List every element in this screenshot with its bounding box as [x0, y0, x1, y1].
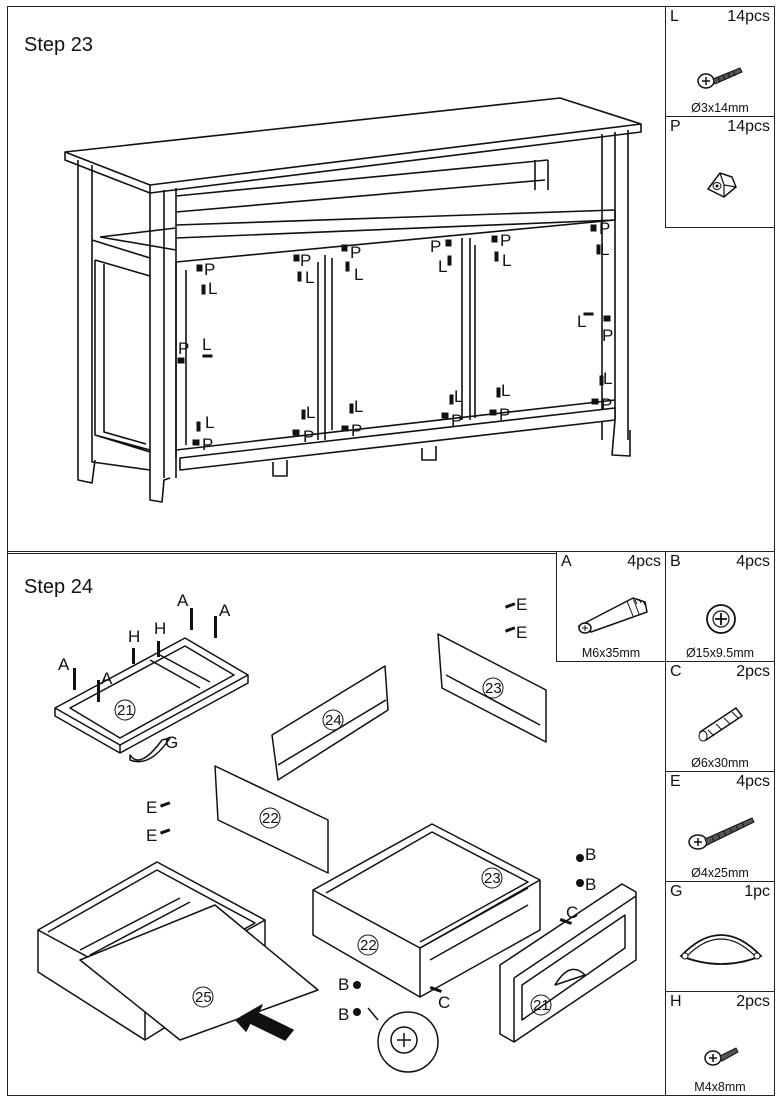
part-size: Ø4x25mm	[691, 866, 749, 880]
callout-p: P	[430, 237, 441, 256]
screw-icon	[704, 1047, 739, 1066]
hardware-label-e: E	[146, 826, 157, 845]
hardware-label-e: E	[516, 595, 527, 614]
part-c-cell: C 2pcs Ø6x30mm	[665, 661, 775, 772]
part-qty: 14pcs	[727, 8, 770, 25]
callout-l: L	[577, 312, 586, 331]
part-letter: G	[670, 883, 683, 900]
callout-l: L	[205, 413, 214, 432]
hardware-label-c: C	[438, 993, 450, 1012]
hardware-label-b: B	[585, 875, 596, 894]
dowel-icon	[698, 706, 744, 742]
panel-number: 23	[485, 680, 502, 697]
callout-l: L	[600, 240, 609, 259]
part-letter: C	[670, 663, 682, 680]
part-b-cell: B 4pcs Ø15x9.5mm	[665, 551, 775, 662]
callout-p: P	[351, 421, 362, 440]
callout-l: L	[438, 257, 447, 276]
part-h-cell: H 2pcs M4x8mm	[665, 991, 775, 1096]
hardware-label-a: A	[101, 669, 113, 688]
part-size: Ø15x9.5mm	[685, 646, 755, 660]
callout-p: P	[178, 339, 189, 358]
panel-number: 25	[195, 989, 212, 1006]
hardware-label-g: G	[165, 733, 178, 752]
part-qty: 4pcs	[736, 773, 770, 790]
callout-p: P	[202, 435, 213, 454]
screw-icon	[688, 817, 755, 850]
part-qty: 14pcs	[727, 118, 770, 135]
part-g-cell: G 1pc	[665, 881, 775, 992]
callout-l: L	[354, 397, 363, 416]
callout-p: P	[599, 219, 610, 238]
part-qty: 1pc	[744, 883, 770, 900]
part-p-cell: P 14pcs	[665, 116, 775, 228]
callout-l: L	[306, 403, 315, 422]
panel-number: 22	[360, 937, 377, 954]
step-23-drawing: P L L P P L L P P L P L P L L P P L L P …	[64, 97, 642, 503]
callout-l: L	[501, 381, 510, 400]
panel-number: 23	[484, 870, 501, 887]
hardware-label-h: H	[154, 619, 166, 638]
part-letter: E	[670, 773, 681, 790]
step-23-panel	[7, 6, 775, 554]
hardware-label-a: A	[177, 591, 189, 610]
hardware-label-a: A	[58, 655, 70, 674]
callout-l: L	[603, 369, 612, 388]
part-letter: L	[670, 8, 679, 25]
step-23-title: Step 23	[24, 34, 93, 56]
part-letter: H	[670, 993, 682, 1010]
part-l-cell: L 14pcs Ø3x14mm	[665, 6, 775, 117]
cam-bolt-icon	[577, 597, 648, 634]
hardware-label-a: A	[219, 601, 231, 620]
callout-p: P	[300, 251, 311, 270]
hardware-label-b: B	[585, 845, 596, 864]
part-letter: A	[561, 553, 572, 570]
cam-lock-icon	[706, 604, 736, 634]
panel-number: 22	[262, 810, 279, 827]
part-qty: 2pcs	[736, 993, 770, 1010]
callout-p: P	[602, 326, 613, 345]
callout-l: L	[454, 387, 463, 406]
hardware-label-e: E	[146, 798, 157, 817]
part-letter: P	[670, 118, 681, 135]
hardware-label-b: B	[338, 1005, 349, 1024]
part-qty: 2pcs	[736, 663, 770, 680]
callout-l: L	[208, 279, 217, 298]
callout-p: P	[500, 231, 511, 250]
panel-number: 24	[325, 712, 342, 729]
callout-l: L	[502, 251, 511, 270]
part-qty: 4pcs	[627, 553, 661, 570]
hardware-label-c: C	[566, 903, 578, 922]
hardware-label-h: H	[128, 627, 140, 646]
callout-l: L	[354, 265, 363, 284]
callout-p: P	[451, 411, 462, 430]
step-24-title: Step 24	[24, 576, 93, 598]
part-qty: 4pcs	[736, 553, 770, 570]
part-size: M4x8mm	[694, 1080, 746, 1094]
callout-p: P	[601, 395, 612, 414]
cup-handle-icon	[679, 934, 763, 965]
callout-p: P	[499, 405, 510, 424]
part-size: Ø6x30mm	[691, 756, 749, 770]
screw-icon	[697, 67, 743, 89]
part-size: Ø3x14mm	[691, 101, 749, 115]
panel-number: 21	[533, 997, 550, 1014]
callout-l: L	[202, 335, 211, 354]
part-letter: B	[670, 553, 681, 570]
part-size: M6x35mm	[581, 646, 641, 660]
callout-p: P	[350, 243, 361, 262]
hardware-label-b: B	[338, 975, 349, 994]
callout-p: P	[204, 260, 215, 279]
callout-p: P	[303, 427, 314, 446]
hardware-label-e: E	[516, 623, 527, 642]
panel-number: 21	[117, 702, 134, 719]
part-a-cell: A 4pcs M6x35mm	[556, 551, 666, 662]
callout-l: L	[305, 268, 314, 287]
part-e-cell: E 4pcs Ø4x25mm	[665, 771, 775, 882]
bracket-icon	[706, 172, 737, 198]
